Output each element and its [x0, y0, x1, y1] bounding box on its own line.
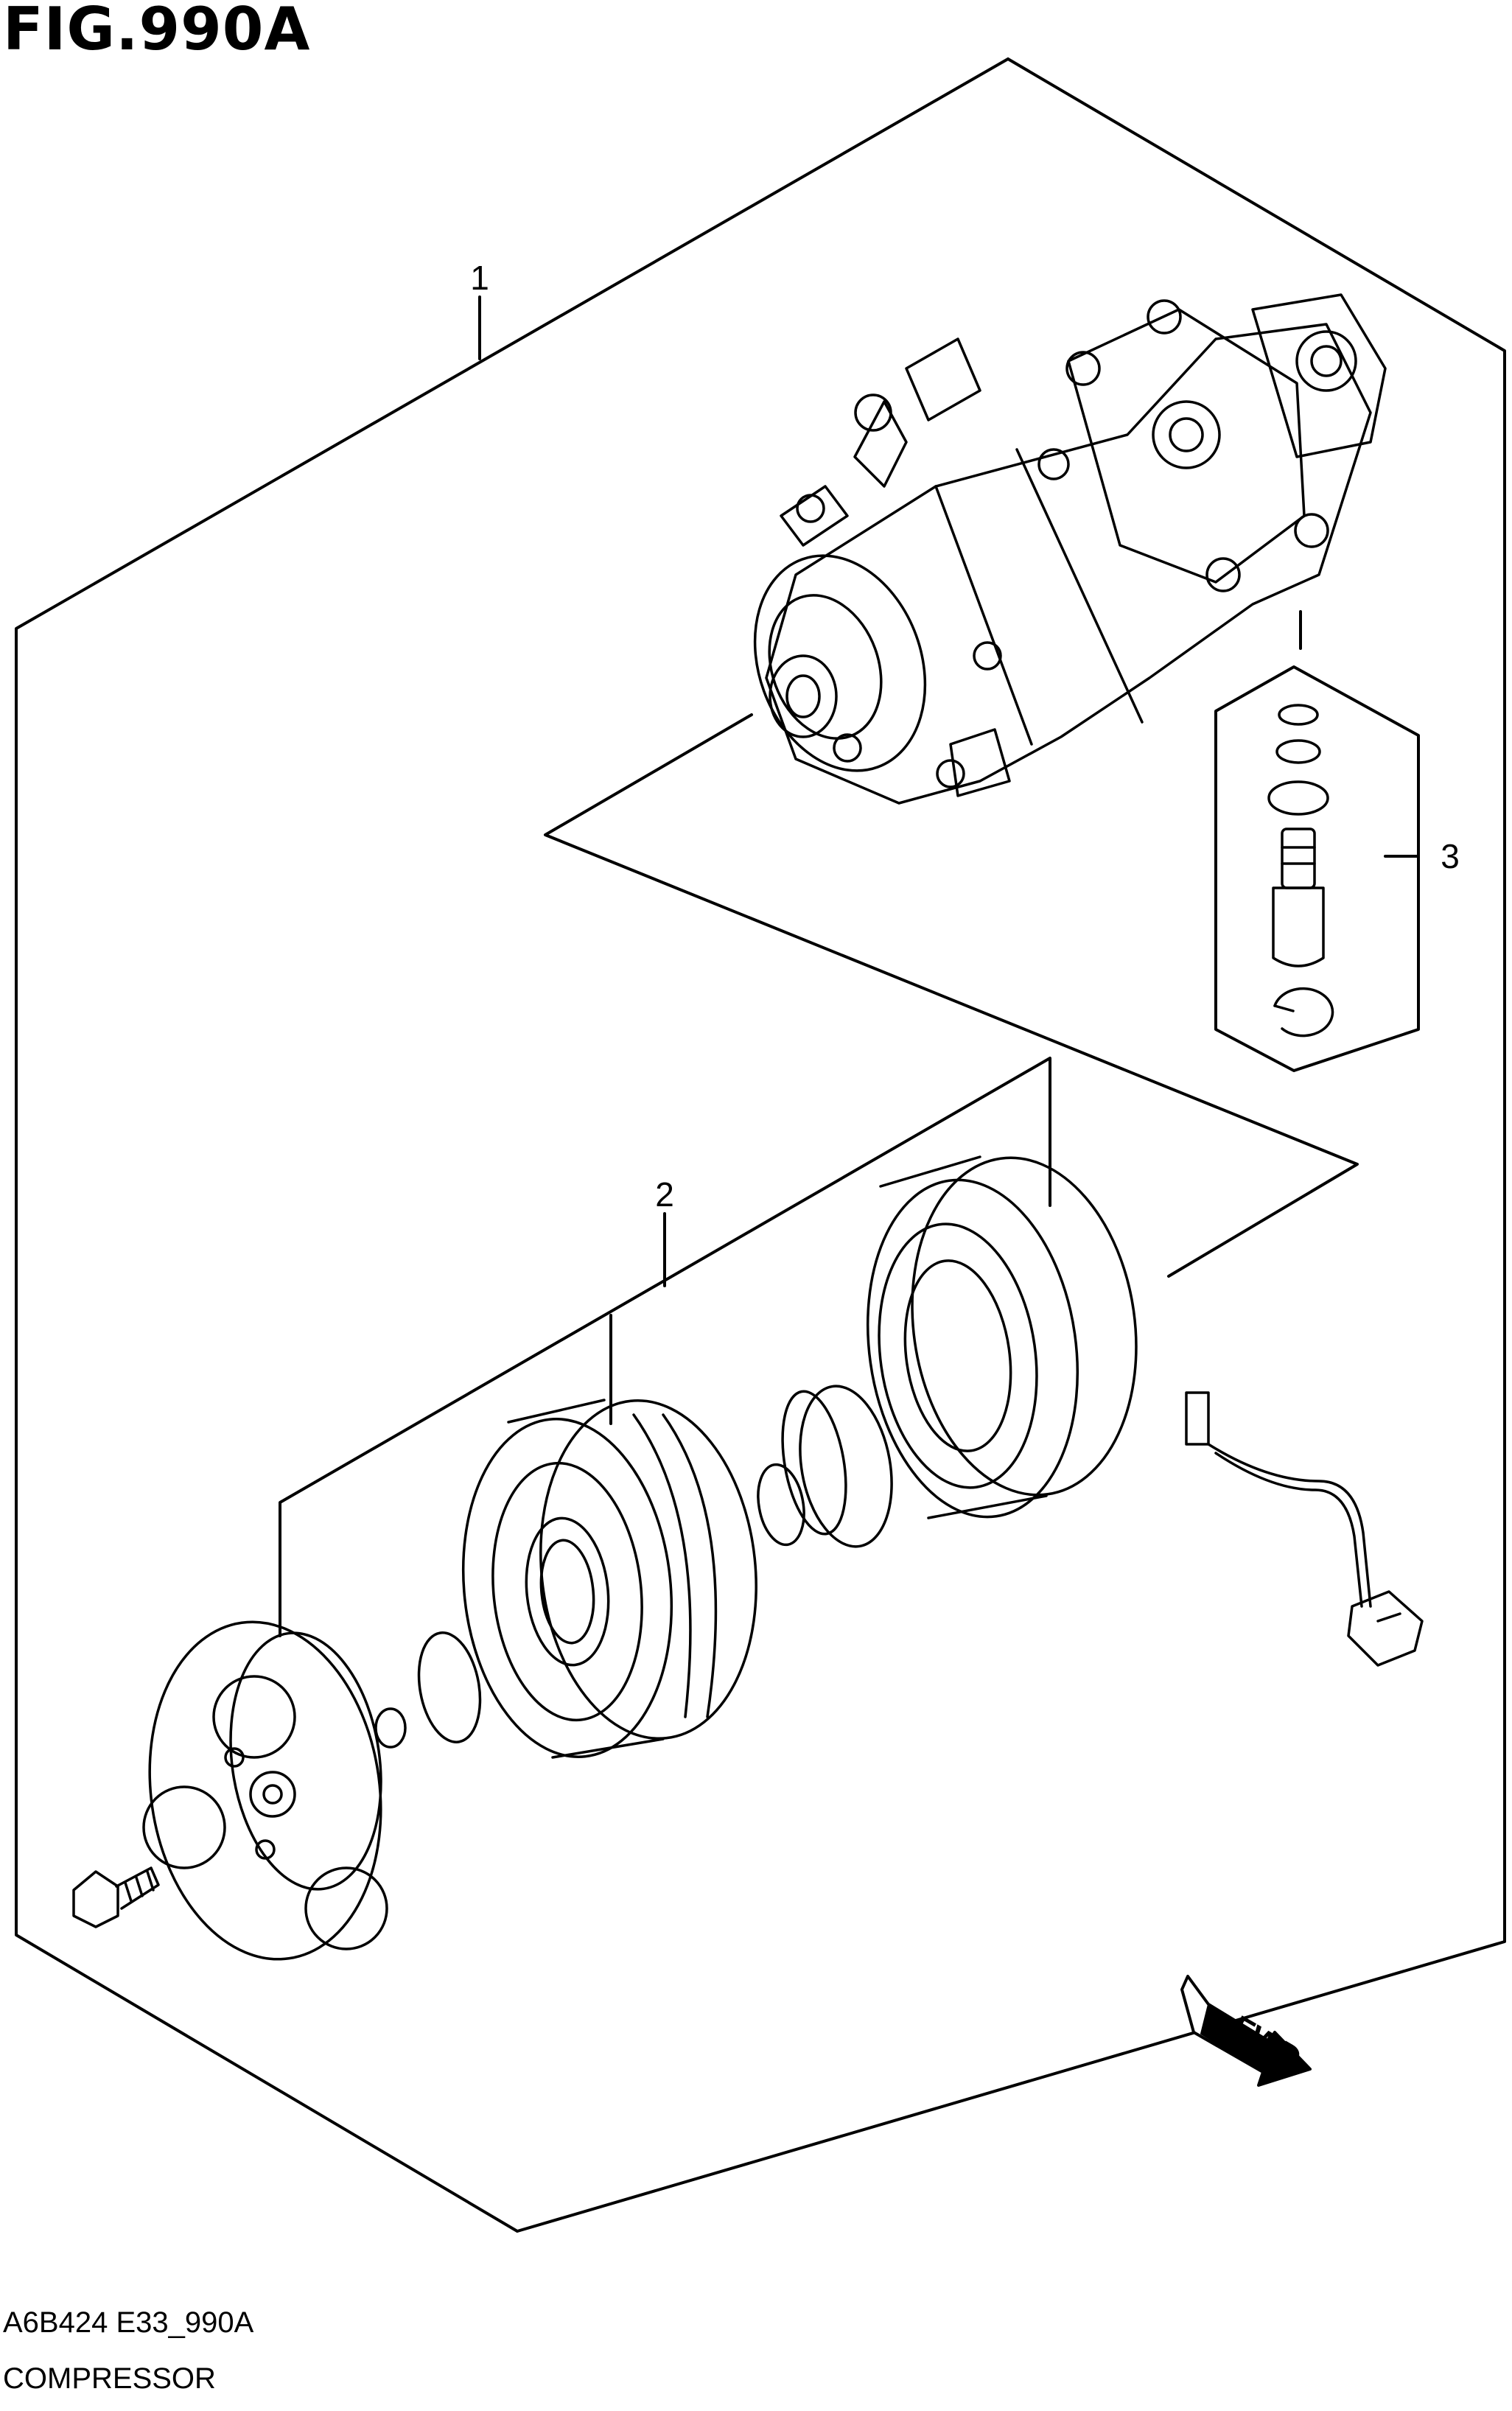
callout-3: 3	[1441, 837, 1460, 875]
figure-name: COMPRESSOR	[3, 2362, 216, 2395]
callout-2: 2	[655, 1175, 674, 1214]
bracket-2	[279, 1057, 1051, 1637]
figure-code: A6B424 E33_990A	[3, 2306, 254, 2339]
pulley	[461, 1399, 757, 1759]
bolt	[72, 1866, 160, 1928]
stator-coil	[866, 1155, 1424, 1667]
guide-compressor	[544, 713, 1359, 1278]
snap-rings	[374, 1385, 893, 1749]
valve-kit-box	[1214, 665, 1420, 1072]
valve-kit	[1267, 704, 1334, 1037]
fwd-arrow: FWD	[1180, 1975, 1312, 2087]
assembly-outline	[15, 57, 1506, 2233]
compressor-body	[753, 293, 1387, 805]
figure-title: FIG.990A	[3, 0, 311, 63]
callout-1: 1	[470, 259, 489, 297]
armature-plate	[142, 1620, 388, 1961]
